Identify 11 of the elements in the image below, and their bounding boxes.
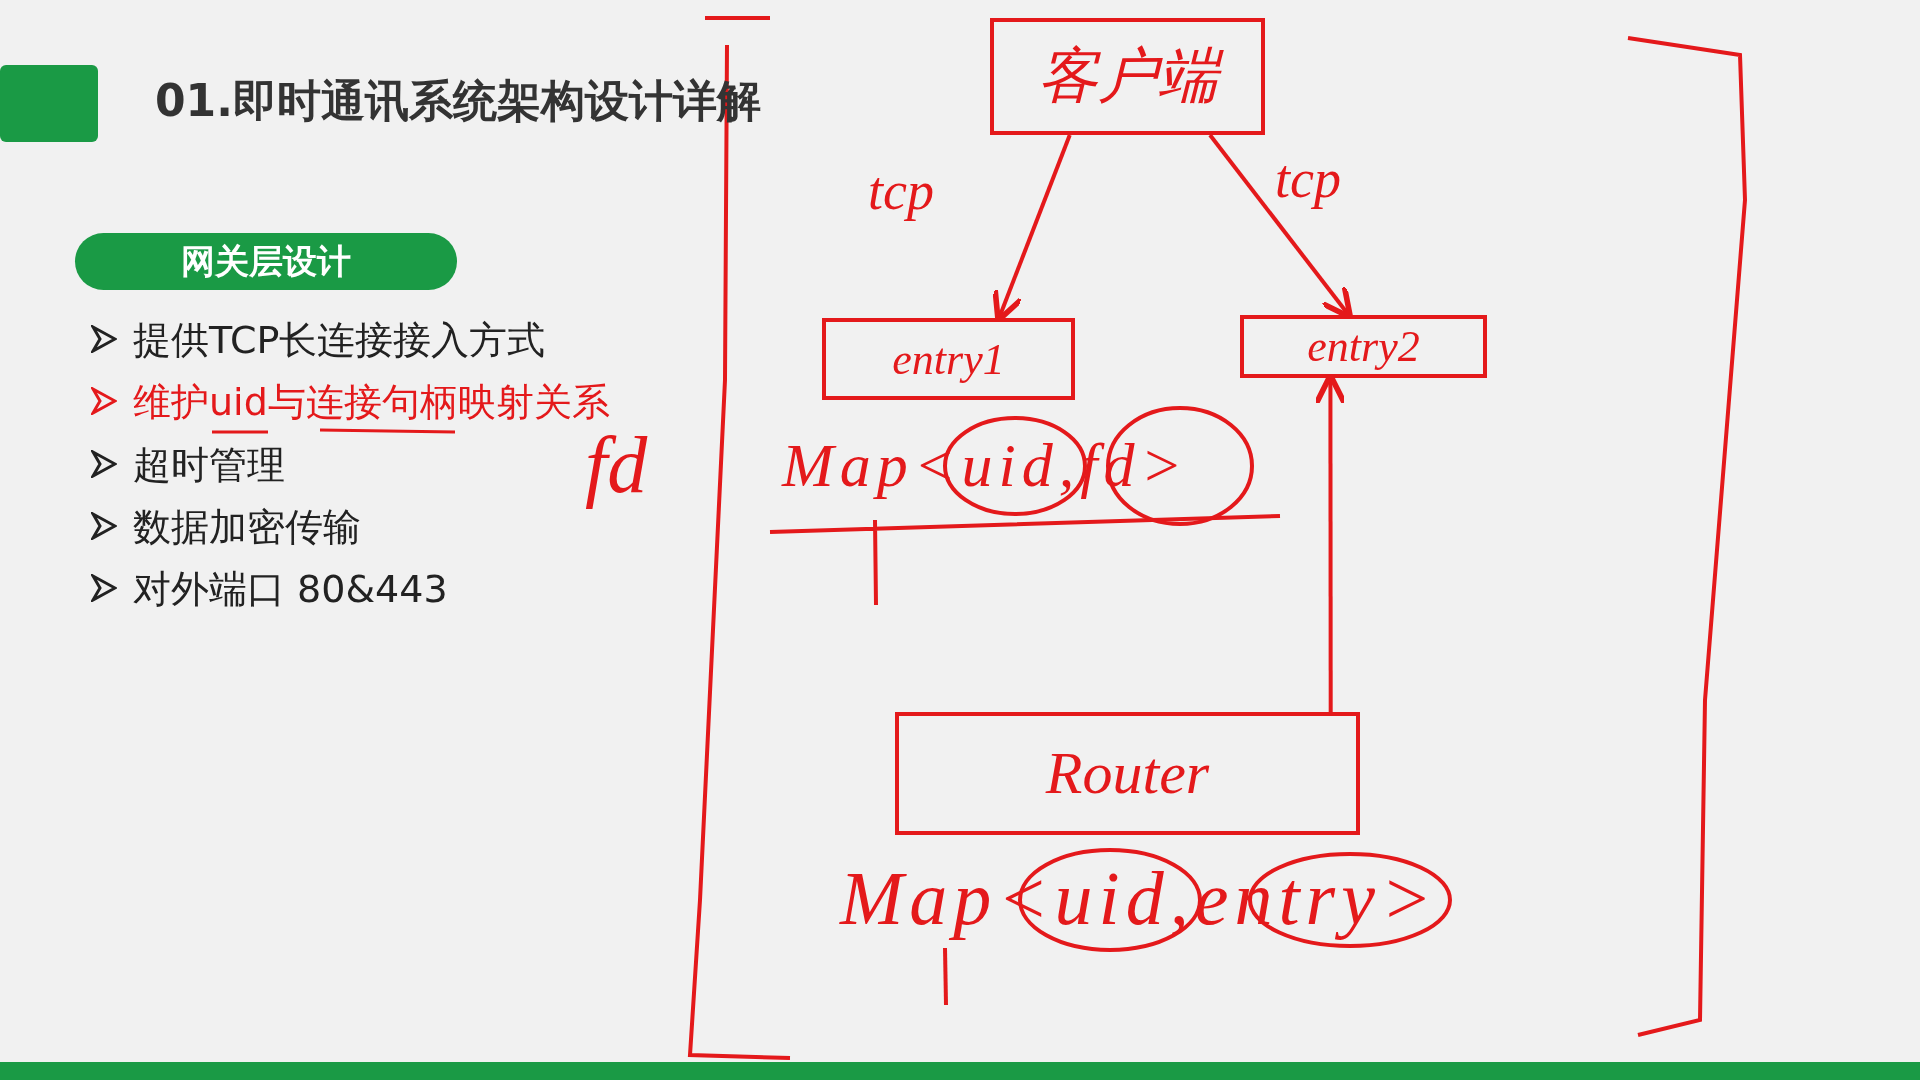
- handwritten-box: Router: [895, 712, 1360, 835]
- section-badge: 网关层设计: [75, 233, 457, 290]
- edge-label: tcp: [868, 160, 934, 222]
- handwritten-box: entry2: [1240, 315, 1487, 378]
- handwritten-box: entry1: [822, 318, 1075, 400]
- handwritten-box: 客户端: [990, 18, 1265, 135]
- bullet-text: 数据加密传输: [133, 504, 361, 551]
- bullet-text: 对外端口 80&443: [133, 566, 448, 613]
- bullet-text: 超时管理: [133, 442, 285, 489]
- edge-label: tcp: [1275, 148, 1341, 210]
- bullet-text: 提供TCP长连接接入方式: [133, 317, 546, 364]
